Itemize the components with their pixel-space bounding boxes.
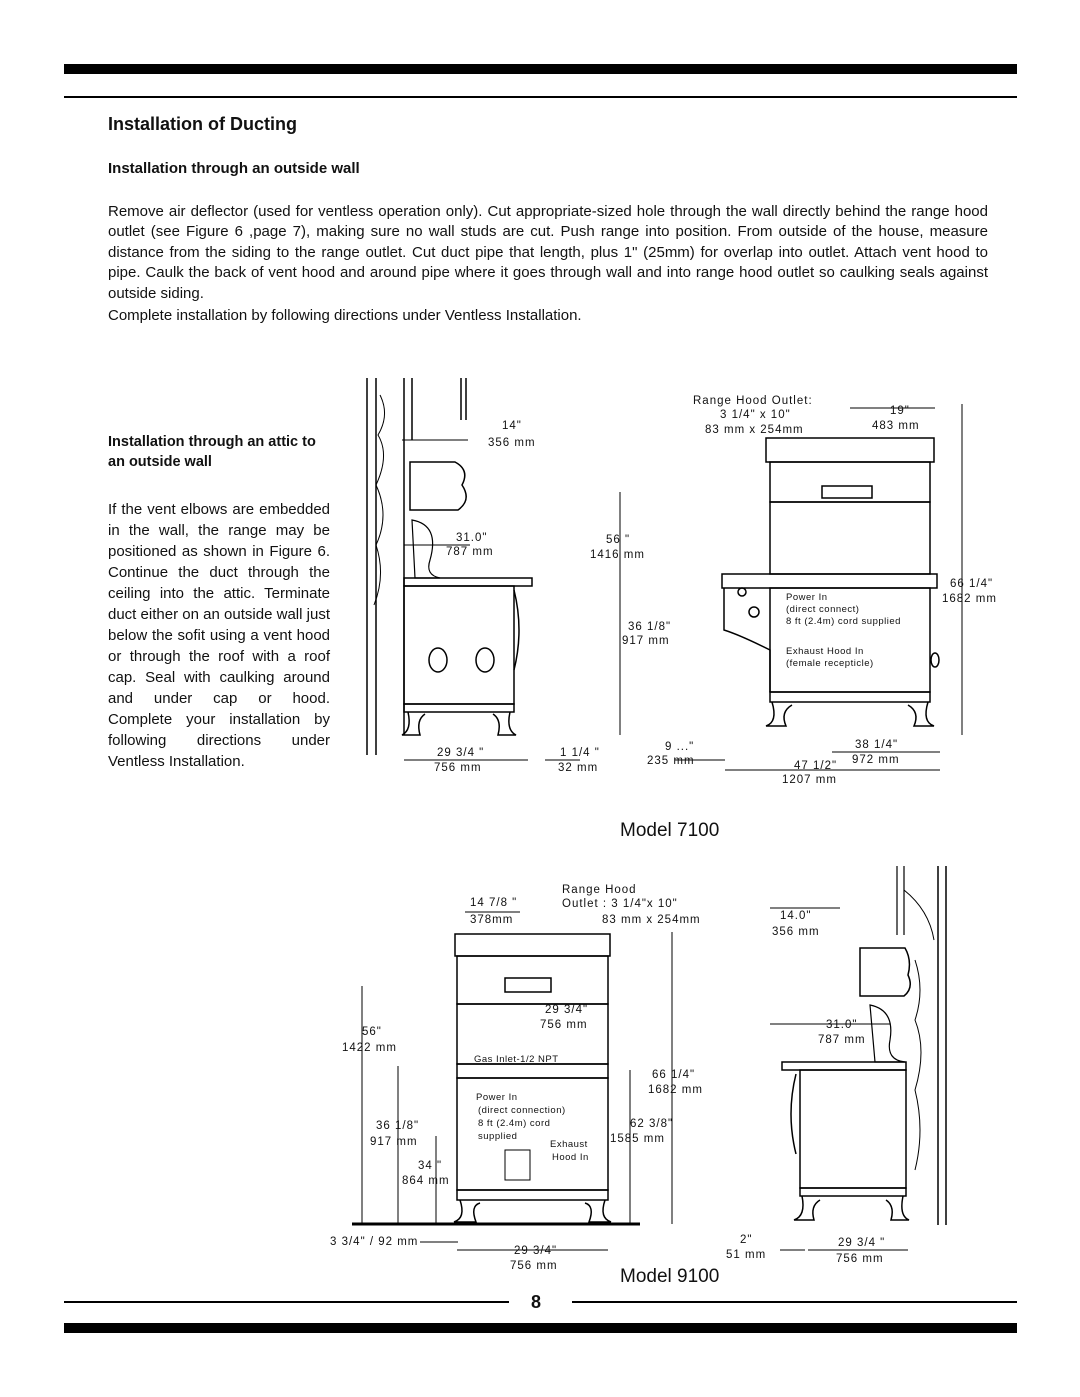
dim-7100-47in: 47 1/2" xyxy=(794,760,838,772)
dim-9100-36mm: 917 mm xyxy=(370,1136,418,1148)
footer-rule-left xyxy=(64,1301,509,1303)
bottom-thick-bar xyxy=(64,1323,1017,1333)
dim-9100-66in: 66 1/4" xyxy=(652,1069,696,1081)
dim-7100-9mm: 235 mm xyxy=(647,755,695,767)
label-9100-exhaust1: Exhaust xyxy=(550,1139,588,1150)
label-7100-outlet-in: 3 1/4" x 10" xyxy=(720,409,791,421)
dim-7100-47mm: 1207 mm xyxy=(782,774,837,786)
label-7100-power-sub1: (direct connect) xyxy=(786,604,860,615)
dim-9100-62in: 62 3/8" xyxy=(630,1118,674,1130)
model-9100-side-view xyxy=(770,866,947,1251)
dim-9100-62mm: 1585 mm xyxy=(610,1133,665,1145)
dim-9100-36in: 36 1/8" xyxy=(376,1120,420,1132)
dim-7100-side-14in: 14" xyxy=(502,420,522,432)
label-9100-outlet-in: Outlet : 3 1/4"x 10" xyxy=(562,898,678,910)
dim-9100-29b-mm: 756 mm xyxy=(510,1260,558,1272)
label-9100-power-in: Power In xyxy=(476,1092,518,1103)
dim-9100-side-2mm: 51 mm xyxy=(726,1249,767,1261)
dim-9100-3in: 3 3/4" / 92 mm xyxy=(330,1236,419,1248)
label-7100-outlet-mm: 83 mm x 254mm xyxy=(705,424,804,436)
dim-7100-19in: 19" xyxy=(890,405,910,417)
label-7100-power-in: Power In xyxy=(786,592,828,603)
label-9100-gas: Gas Inlet-1/2 NPT xyxy=(474,1054,559,1065)
label-9100-exhaust2: Hood In xyxy=(552,1152,589,1163)
dim-9100-side-31in: 31.0" xyxy=(826,1019,858,1031)
dim-7100-9in: 9 ..." xyxy=(665,741,695,753)
dim-9100-56mm: 1422 mm xyxy=(342,1042,397,1054)
label-7100-outlet: Range Hood Outlet: xyxy=(693,395,813,407)
label-9100-power-sub2: 8 ft (2.4m) cord xyxy=(478,1118,551,1129)
dim-9100-side-31mm: 787 mm xyxy=(818,1034,866,1046)
dim-9100-34in: 34 " xyxy=(418,1160,443,1172)
dim-9100-66mm: 1682 mm xyxy=(648,1084,703,1096)
dim-7100-side-29mm: 756 mm xyxy=(434,762,482,774)
dim-9100-29mm: 756 mm xyxy=(540,1019,588,1031)
top-rule xyxy=(64,96,1017,98)
attic-paragraph: If the vent elbows are embedded in the w… xyxy=(108,501,330,770)
dim-9100-side-14mm: 356 mm xyxy=(772,926,820,938)
complete-installation-paragraph: Complete installation by following direc… xyxy=(108,307,582,324)
outside-wall-paragraph: Remove air deflector (used for ventless … xyxy=(108,203,988,302)
model-7100-side-view xyxy=(366,378,580,761)
dim-7100-19mm: 483 mm xyxy=(872,420,920,432)
model-9100-front-view xyxy=(352,911,673,1251)
dim-9100-14mm: 378mm xyxy=(470,914,514,926)
label-9100-power-sub1: (direct connection) xyxy=(478,1105,566,1116)
model-7100-front-view xyxy=(619,404,963,771)
dim-7100-38in: 38 1/4" xyxy=(855,739,899,751)
dim-9100-side-14in: 14.0" xyxy=(780,910,812,922)
label-7100-exhaust: Exhaust Hood In xyxy=(786,646,864,657)
dim-7100-side-1in: 1 1/4 " xyxy=(560,747,600,759)
dim-9100-side-2in: 2" xyxy=(740,1234,753,1246)
label-7100-exhaust-sub: (female recepticle) xyxy=(786,658,874,669)
model-9100-title: Model 9100 xyxy=(620,1266,720,1287)
dim-7100-side-31in: 31.0" xyxy=(456,532,488,544)
dim-9100-side-29mm: 756 mm xyxy=(836,1253,884,1265)
label-9100-power-sub3: supplied xyxy=(478,1131,518,1142)
dim-9100-side-29in: 29 3/4 " xyxy=(838,1237,886,1249)
dim-7100-side-29in: 29 3/4 " xyxy=(437,747,485,759)
dim-9100-29in: 29 3/4" xyxy=(545,1004,589,1016)
page-title: Installation of Ducting xyxy=(108,114,297,134)
dim-9100-29b-in: 29 3/4" xyxy=(514,1245,558,1257)
dim-7100-side-31mm: 787 mm xyxy=(446,546,494,558)
dim-9100-34mm: 864 mm xyxy=(402,1175,450,1187)
dim-7100-66mm: 1682 mm xyxy=(942,593,997,605)
dim-7100-side-1mm: 32 mm xyxy=(558,762,599,774)
label-7100-power-sub2: 8 ft (2.4m) cord supplied xyxy=(786,616,901,627)
label-9100-outlet-mm: 83 mm x 254mm xyxy=(602,914,701,926)
dim-9100-56in: 56" xyxy=(362,1026,382,1038)
model-7100-title: Model 7100 xyxy=(620,820,720,841)
dim-7100-side-14mm: 356 mm xyxy=(488,437,536,449)
dim-9100-14in: 14 7/8 " xyxy=(470,897,518,909)
dim-7100-36mm: 917 mm xyxy=(622,635,670,647)
footer-rule-right xyxy=(572,1301,1017,1303)
dim-7100-66in: 66 1/4" xyxy=(950,578,994,590)
section-subheading: Installation through an outside wall xyxy=(108,160,360,177)
attic-heading: Installation through an attic to an outs… xyxy=(108,434,316,470)
dim-7100-38mm: 972 mm xyxy=(852,754,900,766)
label-9100-outlet: Range Hood xyxy=(562,884,637,896)
top-thick-bar xyxy=(64,64,1017,74)
dim-7100-56mm: 1416 mm xyxy=(590,549,645,561)
page-number: 8 xyxy=(531,1292,542,1312)
dim-7100-56in: 56 " xyxy=(606,534,631,546)
dim-7100-36in: 36 1/8" xyxy=(628,621,672,633)
